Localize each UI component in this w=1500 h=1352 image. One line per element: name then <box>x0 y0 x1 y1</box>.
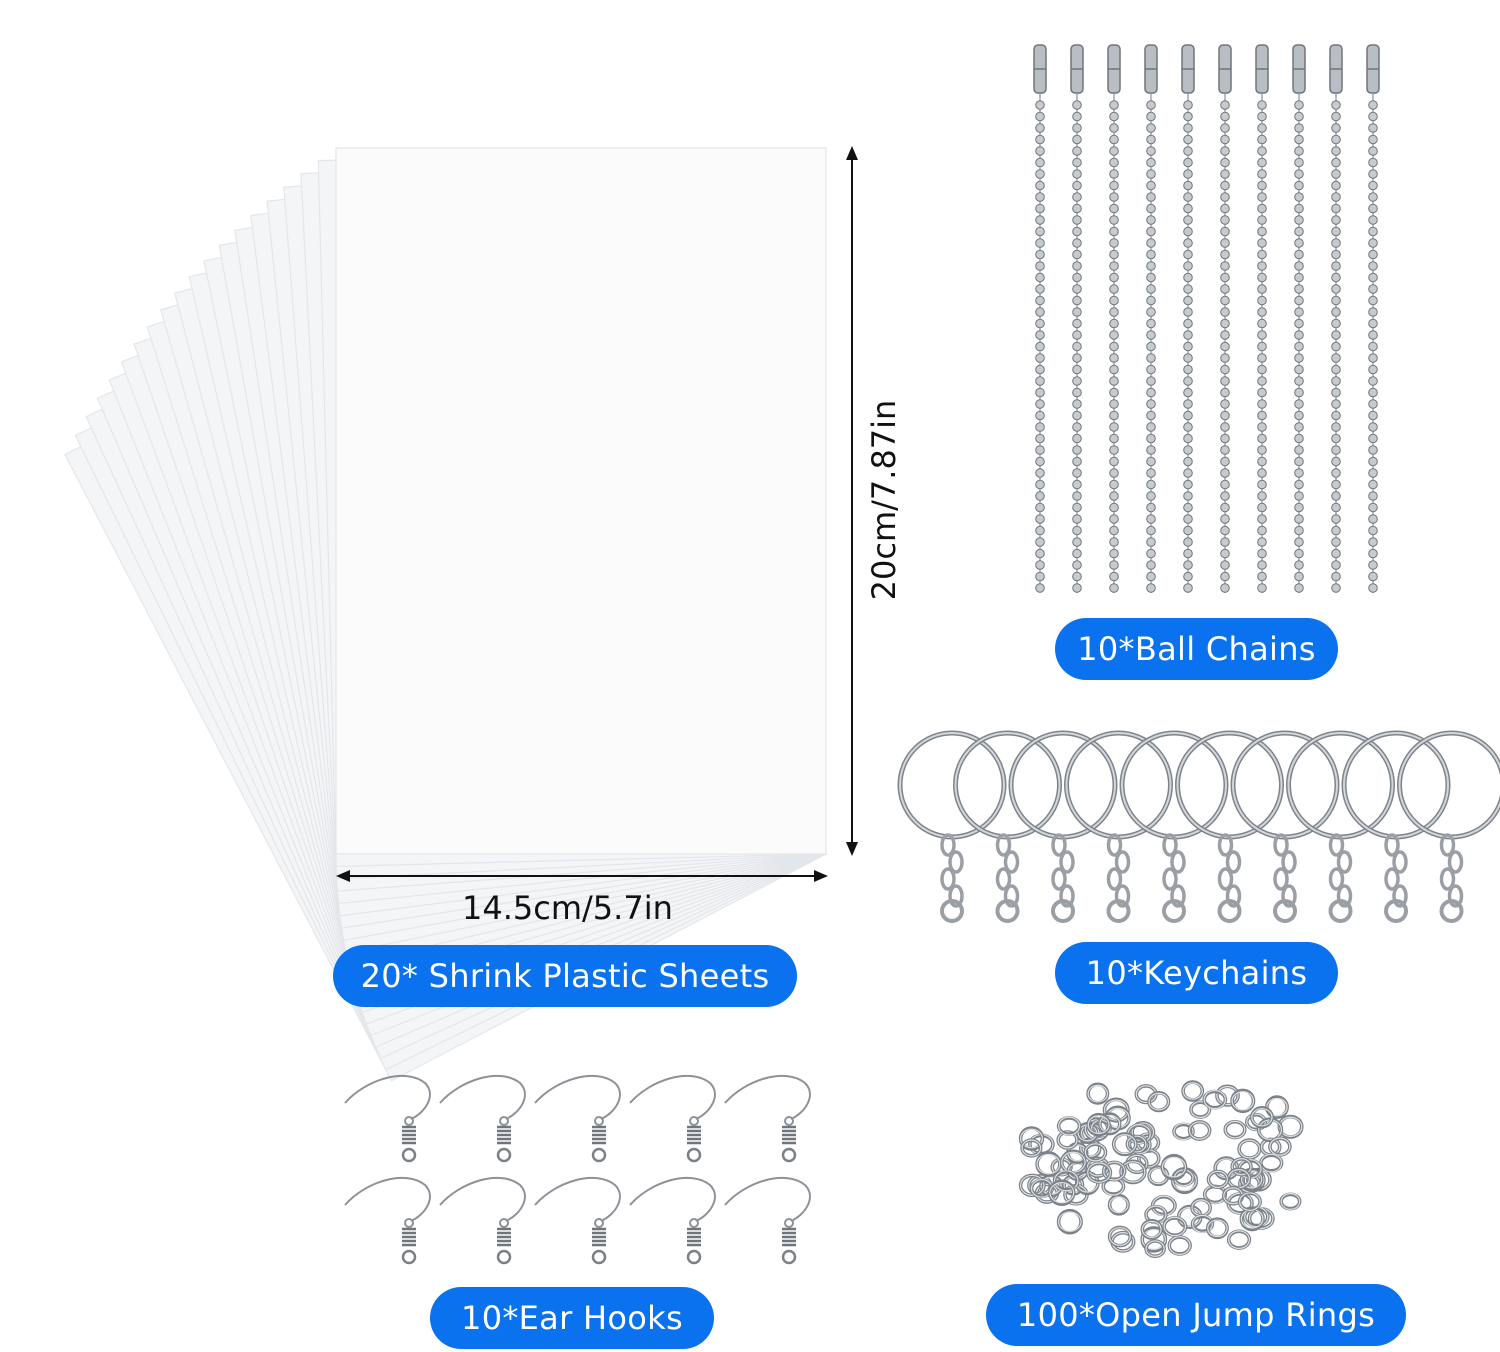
ear-hooks-illustration <box>344 1074 811 1265</box>
jump-ring <box>1189 1100 1212 1119</box>
jump-ring <box>1268 1136 1292 1157</box>
jump-ring <box>1056 1116 1082 1136</box>
keychain <box>1341 730 1451 923</box>
jump-ring <box>1056 1130 1079 1150</box>
width-dimension-arrow <box>336 870 828 882</box>
jump-ring <box>1237 1191 1262 1212</box>
jump-ring <box>1102 1097 1130 1123</box>
ball-chain <box>1255 44 1269 593</box>
jump-ring <box>1230 1157 1253 1177</box>
jump-ring <box>1250 1106 1274 1129</box>
ear-hook <box>344 1074 431 1163</box>
jump-ring <box>1190 1214 1215 1234</box>
ear-hook <box>724 1074 811 1163</box>
jump-ring <box>1206 1169 1230 1190</box>
jump-ring <box>1111 1132 1138 1157</box>
sheets-label: 20* Shrink Plastic Sheets <box>333 945 797 1007</box>
jump-ring <box>1119 1159 1147 1185</box>
jump-ring <box>1052 1169 1080 1192</box>
jump-ring <box>1144 1239 1166 1258</box>
jump-ring <box>1048 1179 1076 1206</box>
ear-hook <box>439 1176 526 1265</box>
ball-chain <box>1181 44 1195 593</box>
jump-ring <box>1237 1138 1262 1160</box>
height-dimension-arrow <box>846 146 858 856</box>
ball-chains-label: 10*Ball Chains <box>1055 618 1338 680</box>
jump-rings-label: 100*Open Jump Rings <box>986 1284 1406 1346</box>
height-dimension-label: 20cm/7.87in <box>865 399 903 601</box>
ear-hook <box>534 1074 621 1163</box>
jump-ring <box>1140 1226 1168 1253</box>
jump-ring <box>1018 1173 1046 1198</box>
jump-ring <box>1230 1088 1256 1114</box>
ball-chain <box>1292 44 1306 593</box>
ear-hook <box>724 1176 811 1265</box>
jump-ring <box>1187 1120 1212 1141</box>
jump-ring <box>1083 1142 1108 1163</box>
keychain <box>1397 730 1500 923</box>
ear-hook <box>439 1074 526 1163</box>
jump-ring <box>1018 1126 1045 1151</box>
jump-ring <box>1223 1119 1247 1140</box>
jump-ring <box>1125 1134 1148 1154</box>
ball-chain <box>1329 44 1343 593</box>
jump-ring <box>1202 1089 1228 1110</box>
keychain <box>897 730 1007 923</box>
jump-ring <box>1172 1122 1195 1141</box>
jump-ring <box>1181 1080 1205 1102</box>
ball-chain <box>1144 44 1158 593</box>
keychain <box>953 730 1062 923</box>
ear-hook <box>629 1176 716 1265</box>
jump-ring <box>1167 1235 1192 1256</box>
jump-ring <box>1147 1091 1171 1113</box>
jump-ring <box>1226 1229 1252 1250</box>
keychains-label: 10*Keychains <box>1055 942 1338 1004</box>
width-dimension-label: 14.5cm/5.7in <box>462 889 673 927</box>
keychain <box>1064 730 1173 923</box>
jump-ring <box>1140 1218 1163 1240</box>
jump-ring <box>1107 1193 1130 1216</box>
plastic-sheet <box>335 147 827 855</box>
jump-ring <box>1035 1151 1062 1178</box>
jump-ring <box>1279 1192 1302 1211</box>
ear-hook <box>344 1176 431 1265</box>
ear-hooks-label: 10*Ear Hooks <box>430 1287 714 1349</box>
jump-ring <box>1259 1153 1284 1173</box>
keychains-illustration <box>897 730 1500 923</box>
ball-chains-illustration <box>1033 44 1380 593</box>
jump-ring <box>1160 1153 1188 1181</box>
jump-ring <box>1086 1112 1111 1137</box>
jump-ring <box>1107 1225 1133 1248</box>
jump-ring <box>1056 1208 1083 1235</box>
jump-ring <box>1205 1217 1229 1240</box>
ball-chain <box>1366 44 1380 593</box>
jump-rings-illustration <box>1018 1080 1304 1258</box>
ear-hook <box>629 1074 716 1163</box>
jump-ring <box>1162 1216 1188 1237</box>
keychain <box>1008 730 1118 923</box>
jump-ring <box>1020 1138 1043 1158</box>
jump-ring <box>1215 1084 1240 1107</box>
ball-chain <box>1033 44 1047 593</box>
jump-ring <box>1085 1161 1113 1184</box>
jump-ring <box>1086 1082 1110 1105</box>
jump-ring <box>1101 1160 1127 1182</box>
ball-chain <box>1218 44 1232 593</box>
keychain <box>1286 730 1395 923</box>
ball-chain <box>1070 44 1084 593</box>
keychain <box>1175 730 1284 923</box>
keychain <box>1119 730 1229 923</box>
ear-hook <box>534 1176 621 1265</box>
keychain <box>1230 730 1340 923</box>
jump-ring <box>1098 1112 1122 1136</box>
ball-chain <box>1107 44 1121 593</box>
